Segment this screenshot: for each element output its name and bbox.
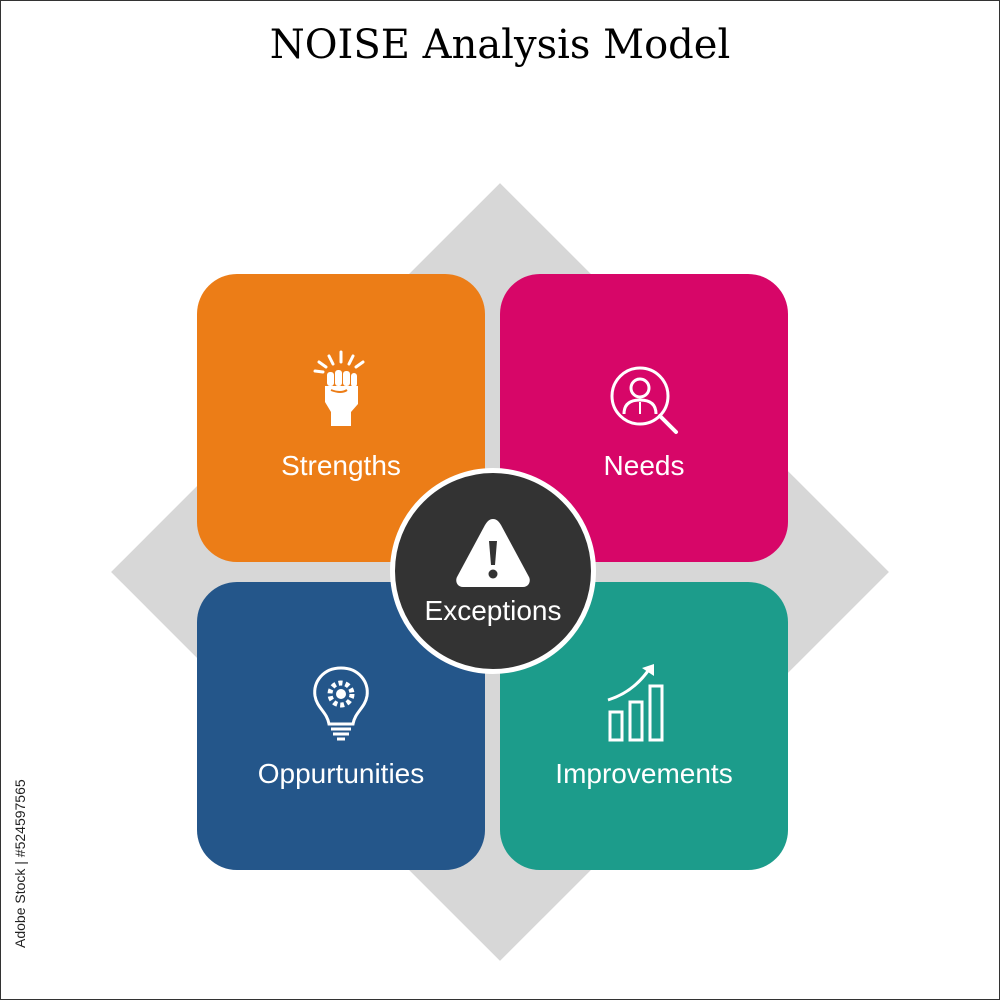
quadrant-label-opportunities: Oppurtunities: [257, 758, 425, 789]
center-hub-exceptions: Exceptions: [390, 468, 596, 674]
person-search-icon: [610, 366, 678, 434]
growth-chart-icon: [607, 664, 664, 742]
quadrant-label-improvements: Improvements: [555, 758, 733, 789]
quadrant-label-strengths: Strengths: [281, 450, 401, 481]
stock-id-text: Adobe Stock | #524597565: [12, 779, 28, 948]
diagram-title: NOISE Analysis Model: [269, 22, 731, 68]
quadrant-label-needs: Needs: [603, 450, 685, 481]
center-label: Exceptions: [424, 595, 562, 626]
lightbulb-gear-icon: [313, 666, 369, 741]
raised-fist-icon: [313, 350, 365, 426]
stock-id-watermark: Adobe Stock | #524597565: [8, 758, 38, 958]
warning-icon: [456, 519, 530, 587]
